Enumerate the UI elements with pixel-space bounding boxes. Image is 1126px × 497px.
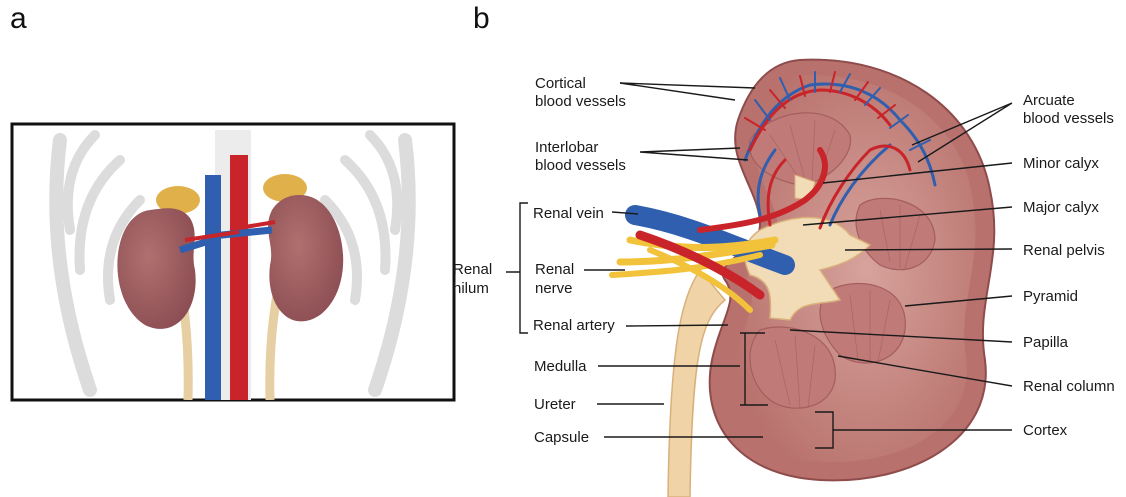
panel-a-illustration	[12, 124, 454, 400]
label-cortex: Cortex	[1023, 422, 1068, 439]
label-arcuate-blood-vessels-line2: blood vessels	[1023, 110, 1114, 127]
label-renal-column: Renal column	[1023, 378, 1115, 395]
label-interlobar-blood-vessels-line1: Interlobar	[535, 139, 598, 156]
vena-cava	[205, 175, 221, 400]
panel-b-kidney-section	[612, 60, 994, 497]
label-renal-nerve-line1: Renal	[535, 261, 574, 278]
label-renal-hilum-line2: hilum	[453, 280, 489, 297]
label-interlobar-blood-vessels-line2: blood vessels	[535, 157, 626, 174]
label-renal-artery: Renal artery	[533, 317, 615, 334]
label-capsule: Capsule	[534, 429, 589, 446]
label-medulla: Medulla	[534, 358, 587, 375]
label-renal-pelvis: Renal pelvis	[1023, 242, 1105, 259]
label-renal-hilum-line1: Renal	[453, 261, 492, 278]
label-cortical-blood-vessels-line2: blood vessels	[535, 93, 626, 110]
label-pyramid: Pyramid	[1023, 288, 1078, 305]
label-cortical-blood-vessels-line1: Cortical	[535, 75, 586, 92]
label-major-calyx: Major calyx	[1023, 199, 1099, 216]
label-papilla: Papilla	[1023, 334, 1069, 351]
label-ureter: Ureter	[534, 396, 576, 413]
label-renal-nerve-line2: nerve	[535, 280, 573, 297]
label-minor-calyx: Minor calyx	[1023, 155, 1099, 172]
label-renal-vein: Renal vein	[533, 205, 604, 222]
label-arcuate-blood-vessels-line1: Arcuate	[1023, 92, 1075, 109]
aorta	[230, 155, 248, 400]
